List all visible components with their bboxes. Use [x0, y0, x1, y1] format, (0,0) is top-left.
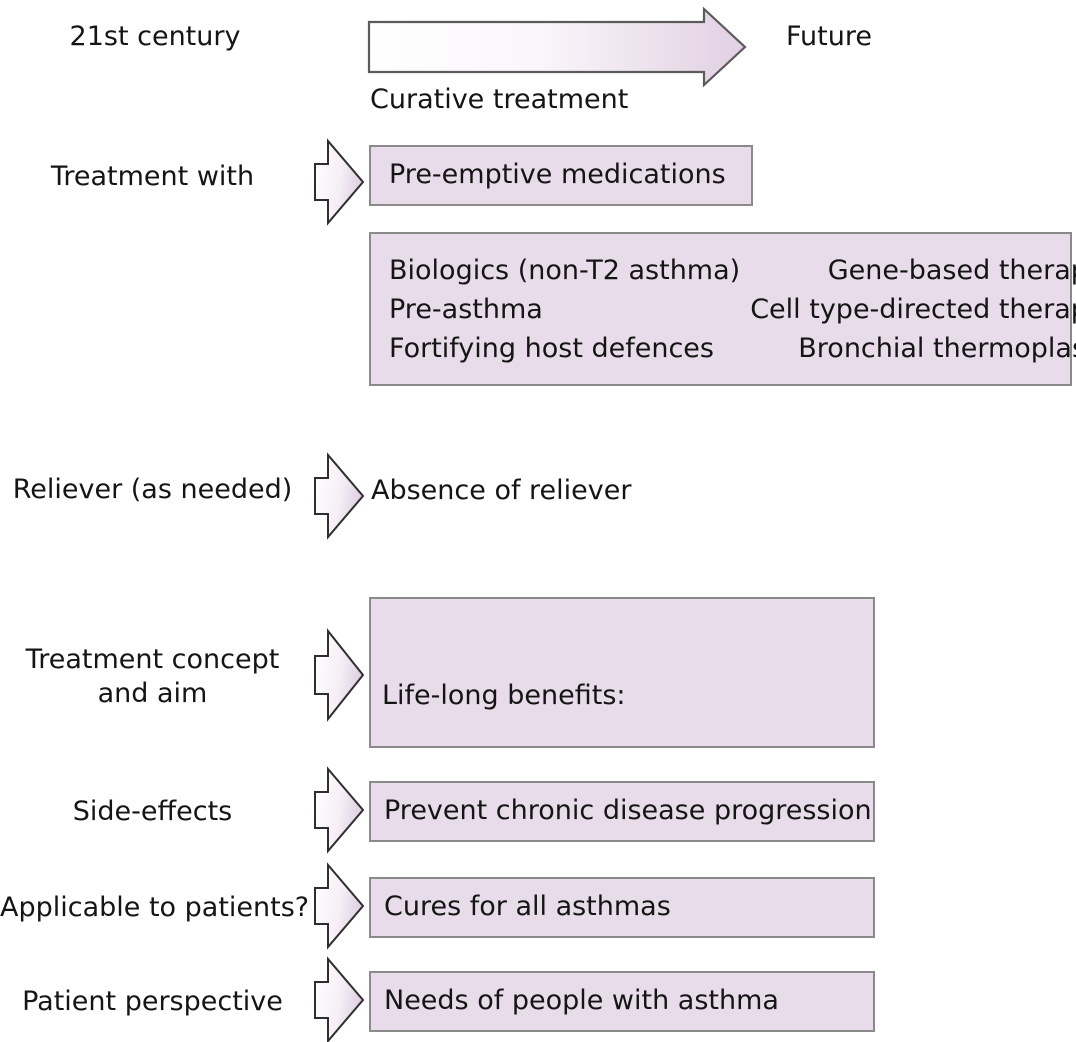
therapy-item: Bronchial thermoplasty* — [798, 332, 1076, 364]
box-treatment-concept — [369, 597, 875, 748]
therapy-item: Cell type-directed therapies — [750, 293, 1076, 325]
row-label-patient-perspective: Patient perspective — [22, 986, 283, 1017]
row-label-side-effects: Side-effects — [72, 796, 233, 827]
box-patient-perspective — [369, 971, 875, 1032]
box-text-pre-emptive-medications: Pre-emptive medications — [389, 159, 726, 190]
row-label-reliever: Reliever (as needed) — [12, 474, 293, 505]
row-label-treatment-with: Treatment with — [50, 161, 255, 192]
future-therapies-list: Biologics (non-T2 asthma) Gene-based the… — [389, 242, 1076, 376]
box-text-patient-perspective: Needs of people with asthma — [384, 985, 779, 1016]
box-applicable-to-patients — [369, 877, 875, 938]
therapy-item: Gene-based therapies — [827, 254, 1076, 286]
chevron-icon-patient-perspective — [314, 956, 365, 1042]
chevron-icon-treatment-concept — [314, 628, 365, 722]
box-future-therapies — [369, 232, 1072, 386]
therapy-item: Fortifying host defences — [389, 332, 714, 364]
row-label-treatment-concept-and-aim: Treatment concept and aim — [25, 644, 280, 709]
text-absence-of-reliever: Absence of reliever — [371, 475, 632, 506]
row-label-applicable-to-patients: Applicable to patients? — [0, 892, 310, 923]
timeline-arrow-right — [367, 6, 747, 88]
box-side-effects — [369, 781, 875, 842]
chevron-icon-treatment-with — [314, 138, 365, 226]
chevron-icon-reliever — [314, 452, 365, 540]
timeline-caption: Curative treatment — [370, 84, 629, 115]
therapy-item: Biologics (non-T2 asthma) — [389, 254, 741, 286]
therapy-item: Pre-asthma — [389, 293, 543, 325]
box-text-side-effects: Prevent chronic disease progression — [384, 795, 872, 826]
chevron-icon-side-effects — [314, 766, 365, 854]
chevron-icon-applicable-to-patients — [314, 862, 365, 950]
box-pre-emptive-medications — [369, 145, 753, 206]
box-text-applicable-to-patients: Cures for all asthmas — [384, 891, 671, 922]
concept-line: Life-long benefits: — [382, 680, 626, 711]
timeline-start-label: 21st century — [69, 21, 241, 52]
timeline-end-label: Future — [786, 21, 872, 52]
